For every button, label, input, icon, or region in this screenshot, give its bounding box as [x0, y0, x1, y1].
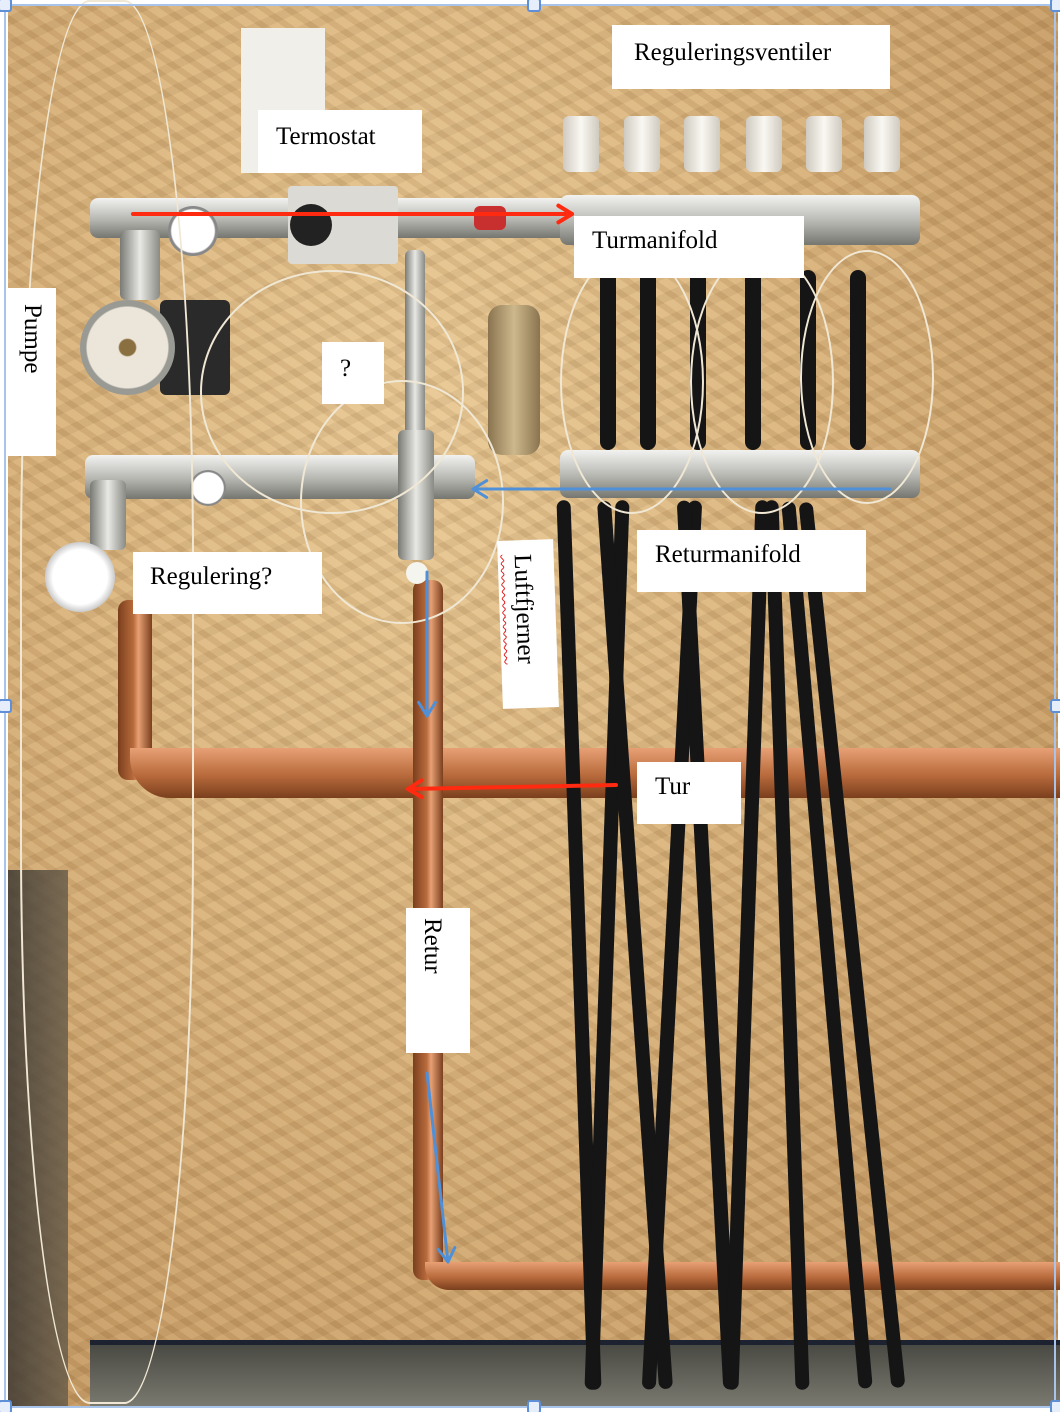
label-reguleringsventiler: Reguleringsventiler: [612, 25, 890, 89]
resize-handle-top-right[interactable]: [1050, 0, 1060, 12]
label-text: Luftfjerner: [508, 553, 540, 665]
label-turmanifold: Turmanifold: [574, 216, 804, 278]
return-arrow-manifold: [471, 479, 892, 499]
label-termostat: Termostat: [258, 110, 422, 173]
resize-handle-bottom-right[interactable]: [1050, 1400, 1060, 1412]
air-separator: [488, 305, 540, 455]
actuator-valve: [806, 116, 842, 172]
return-arrow-bottom: [425, 1071, 457, 1264]
label-text: Retur: [419, 918, 446, 974]
arrow-shaft: [425, 1071, 450, 1264]
floor-edge: [90, 1340, 1060, 1348]
resize-handle-left[interactable]: [0, 699, 12, 713]
label-returmanifold: Returmanifold: [637, 530, 866, 592]
arrow-head: [406, 778, 424, 800]
thermostat-dial: [290, 204, 332, 246]
return-arrow-down: [417, 570, 437, 718]
label-regulering: Regulering?: [133, 552, 322, 614]
arrow-head: [471, 479, 489, 499]
arrow-head: [436, 1246, 457, 1264]
label-text: Termostat: [276, 123, 376, 150]
electric-wire: [300, 380, 504, 624]
label-text: Tur: [655, 773, 691, 800]
label-retur: Retur: [406, 908, 470, 1053]
actuator-valve: [684, 116, 720, 172]
copper-pipe-supply-horizontal: [130, 748, 1060, 798]
actuator-valve: [746, 116, 782, 172]
actuator-valve: [563, 116, 599, 172]
arrow-head: [417, 700, 437, 718]
resize-handle-top-left[interactable]: [0, 0, 12, 12]
supply-arrow-top: [131, 203, 574, 225]
temperature-gauge: [190, 470, 226, 506]
electric-wire: [800, 250, 934, 504]
label-pumpe: Pumpe: [8, 288, 56, 456]
resize-handle-bottom-left[interactable]: [0, 1400, 12, 1412]
electric-wire-long: [20, 0, 194, 1404]
label-text: Turmanifold: [592, 227, 718, 254]
actuator-valve: [624, 116, 660, 172]
label-text: ?: [340, 355, 352, 382]
label-question: ?: [322, 342, 384, 404]
arrow-head: [556, 203, 574, 225]
resize-handle-right[interactable]: [1050, 699, 1060, 713]
arrow-shaft: [406, 783, 618, 791]
label-text: Pumpe: [19, 304, 46, 374]
label-text: Returmanifold: [655, 541, 801, 568]
resize-handle-bottom[interactable]: [527, 1400, 541, 1412]
label-text: Reguleringsventiler: [634, 39, 832, 66]
red-ball-valve-handle: [474, 206, 506, 230]
supply-arrow-tur: [406, 778, 618, 800]
label-tur: Tur: [637, 762, 741, 824]
resize-handle-top[interactable]: [527, 0, 541, 12]
actuator-valve: [864, 116, 900, 172]
label-text: Regulering?: [150, 563, 273, 590]
label-luftfjerner: Luftfjerner: [497, 539, 559, 709]
